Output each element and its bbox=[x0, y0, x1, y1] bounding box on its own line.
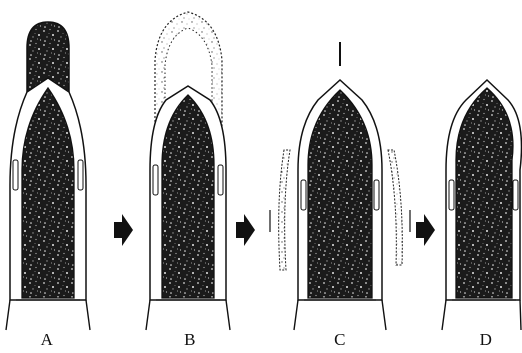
stage-b-figure bbox=[146, 12, 230, 330]
arrow-b-to-c bbox=[236, 214, 255, 246]
stage-b-core bbox=[162, 95, 214, 298]
arrow-c-to-d bbox=[416, 214, 435, 246]
stage-c-left-fragment bbox=[279, 150, 290, 270]
stage-a-figure bbox=[6, 22, 90, 330]
stage-d-core bbox=[456, 88, 513, 298]
stage-c-right-fragment bbox=[388, 150, 402, 265]
label-b: B bbox=[184, 330, 196, 350]
label-c: C bbox=[334, 330, 346, 350]
stage-c-core bbox=[308, 90, 372, 298]
label-a: A bbox=[41, 330, 54, 350]
stage-c-tip-fragment bbox=[339, 42, 341, 66]
stage-d-figure bbox=[442, 80, 522, 330]
label-d: D bbox=[480, 330, 493, 350]
stage-c-figure bbox=[270, 42, 410, 330]
arrow-a-to-b bbox=[114, 214, 133, 246]
